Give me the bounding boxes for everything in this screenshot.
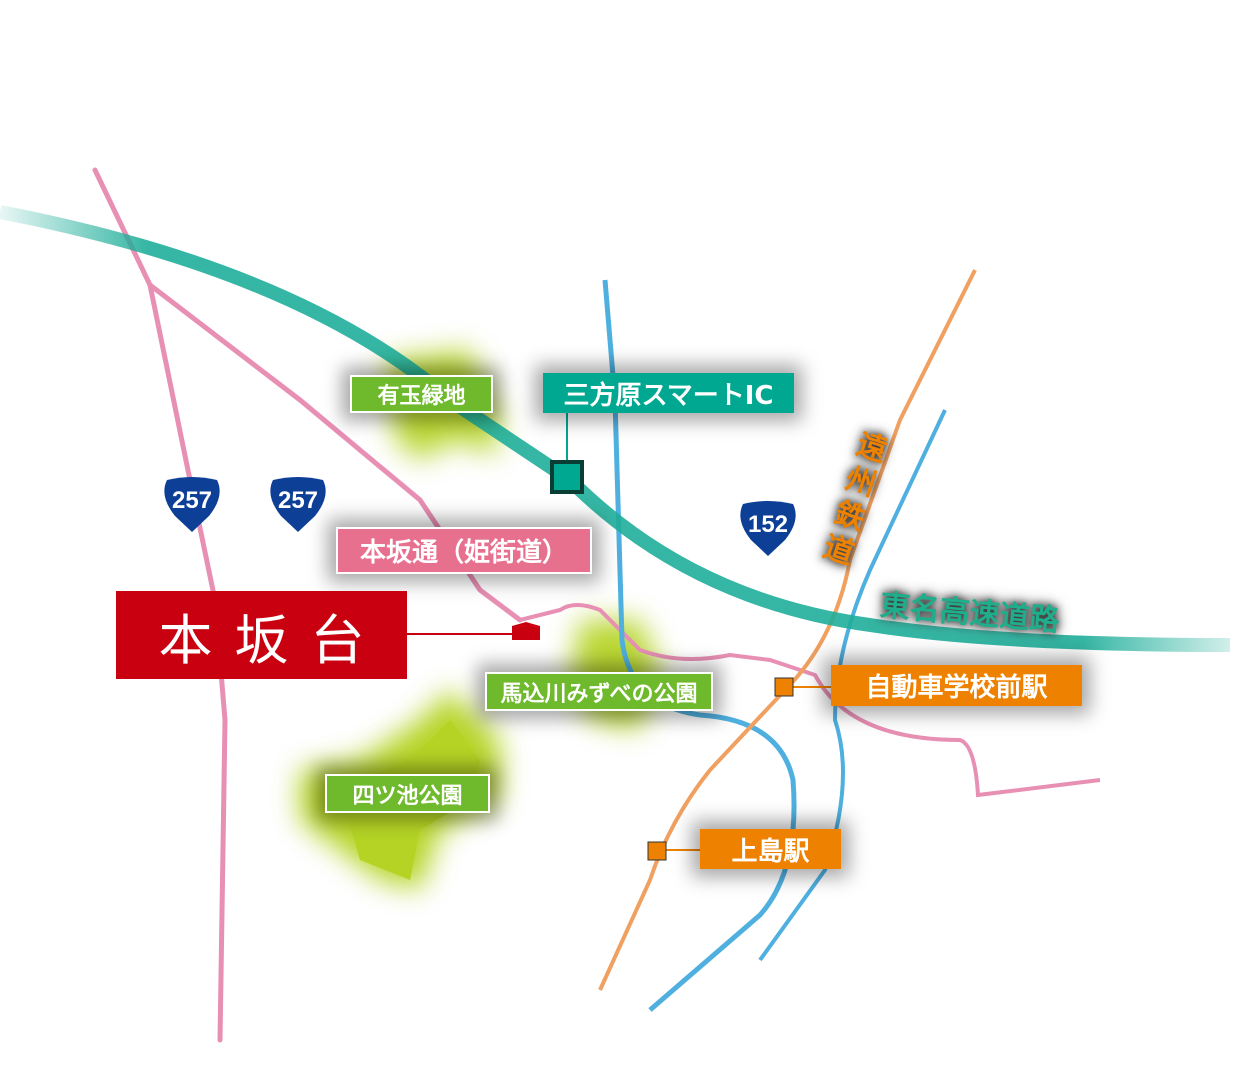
- route-257-shield-icon: 257: [161, 476, 223, 532]
- station-marker-icon: [647, 841, 667, 861]
- label-mikatahara-ic: 三方原スマートIC: [543, 373, 794, 413]
- label-honsaka-road: 本坂通（姫街道）: [336, 527, 592, 574]
- label-yotsuike-park: 四ツ池公園: [325, 774, 490, 813]
- main-location-label: 本坂台: [116, 591, 407, 679]
- river-east: [758, 409, 947, 962]
- route-257-shield-icon: 257: [267, 476, 329, 532]
- label-jidosha-station: 自動車学校前駅: [831, 665, 1082, 706]
- location-marker-icon: [512, 622, 540, 640]
- national-road-257: [92, 167, 523, 1043]
- tomei-expressway: [0, 205, 1231, 652]
- route-152-shield-icon: 152: [737, 500, 799, 556]
- label-magomegawa-park: 馬込川みずべの公園: [485, 672, 713, 711]
- honsaka-road: [519, 603, 1101, 798]
- station-marker-icon: [774, 677, 794, 697]
- label-aritama-park: 有玉緑地: [350, 375, 493, 413]
- ic-marker-icon: [550, 460, 584, 494]
- label-kamijima-station: 上島駅: [700, 829, 841, 869]
